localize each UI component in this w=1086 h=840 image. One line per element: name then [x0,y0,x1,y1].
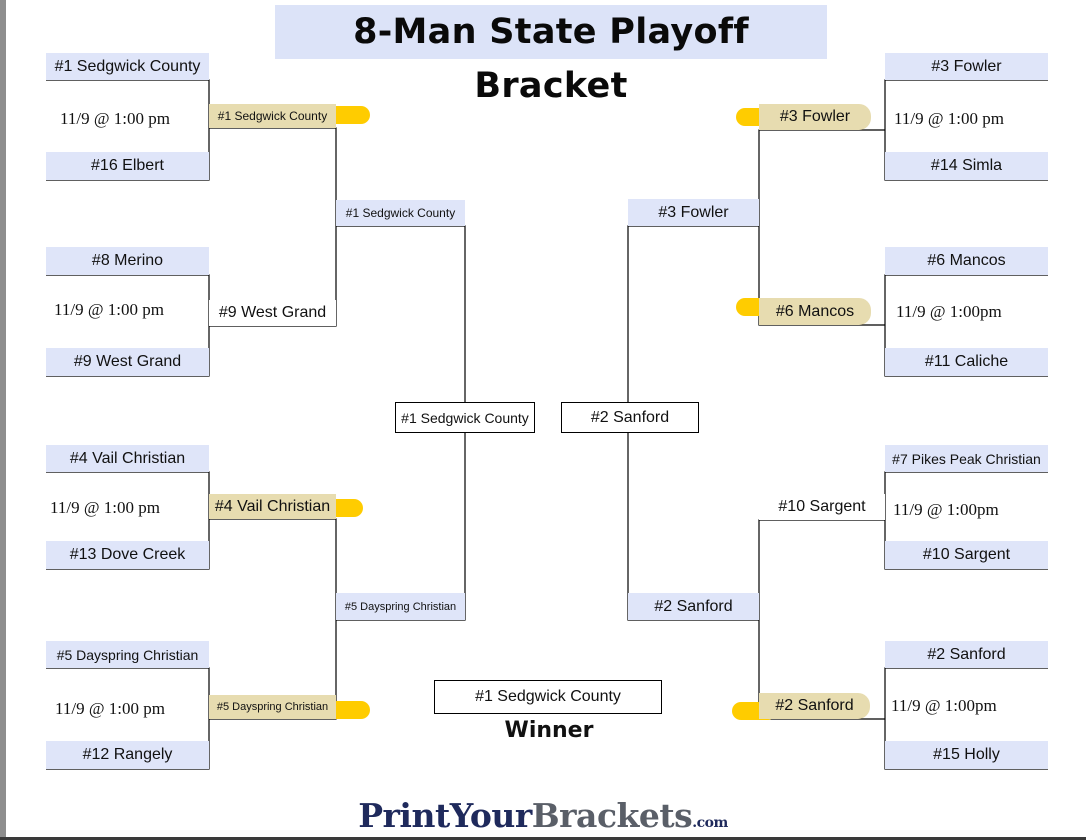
game-date: 11/9 @ 1:00 pm [50,498,160,517]
team-slot: #11 Caliche [885,348,1048,376]
team-slot: #10 Sargent [759,494,885,520]
team-slot: #3 Fowler [885,53,1048,80]
team-slot: #5 Dayspring Christian [46,641,209,668]
team-slot: #8 Merino [46,247,209,275]
team-slot: #3 Fowler [628,199,759,226]
game-date: 11/9 @ 1:00 pm [55,699,165,718]
bracket-connector [758,129,885,326]
game-date: 11/9 @ 1:00 pm [894,109,1004,128]
team-slot: #12 Rangely [46,741,209,769]
team-slot: #14 Simla [885,152,1048,180]
team-slot: #7 Pikes Peak Christian [885,445,1048,472]
team-slot-winner: #3 Fowler [759,104,871,130]
champion-slot: #1 Sedgwick County [434,680,662,714]
team-slot: #9 West Grand [209,300,336,326]
bracket-connector [209,127,337,327]
bracket-title: 8-Man State Playoff Bracket [275,5,827,106]
team-slot: #13 Dove Creek [46,541,209,569]
team-slot: #15 Holly [885,741,1048,769]
game-date: 11/9 @ 1:00 pm [54,300,164,319]
team-slot: #16 Elbert [46,152,209,180]
bracket-connector [627,225,759,402]
team-slot: #2 Sanford [628,593,759,620]
game-date: 11/9 @ 1:00 pm [60,109,170,128]
team-slot: #2 Sanford [885,641,1048,668]
game-date: 11/9 @ 1:00pm [896,302,1002,321]
brand-logo-suffix: .com [692,815,728,831]
page-left-edge [0,0,6,840]
semifinal-slot-right: #2 Sanford [561,402,699,433]
team-slot: #6 Mancos [885,247,1048,275]
bracket-connector [46,79,210,181]
brand-logo[interactable]: PrintYourBrackets.com [0,796,1086,835]
team-slot-winner: #1 Sedgwick County [209,104,336,128]
team-slot: #10 Sargent [885,541,1048,569]
brand-logo-mid: Brackets [531,796,693,835]
brand-logo-main: PrintYour [358,796,532,835]
semifinal-slot-left: #1 Sedgwick County [395,402,535,433]
team-slot-winner: #4 Vail Christian [209,494,336,519]
team-slot: #4 Vail Christian [46,445,209,472]
team-slot-winner: #2 Sanford [759,693,870,719]
team-slot: #1 Sedgwick County [336,200,465,226]
page-bottom-edge [0,837,1086,840]
bracket-connector [336,433,466,621]
bracket-connector [627,433,759,621]
bracket-connector [46,471,210,570]
advance-marker [326,106,370,124]
bracket-connector [336,225,466,402]
team-slot-winner: #6 Mancos [759,298,871,325]
team-slot-winner: #5 Dayspring Christian [209,695,336,719]
game-date: 11/9 @ 1:00pm [893,500,999,519]
winner-label: Winner [504,718,594,743]
bracket-connector [209,518,337,720]
game-date: 11/9 @ 1:00pm [891,696,997,715]
team-slot: #5 Dayspring Christian [336,593,465,620]
team-slot: #1 Sedgwick County [46,53,209,80]
team-slot: #9 West Grand [46,348,209,376]
bracket-connector [758,519,885,720]
